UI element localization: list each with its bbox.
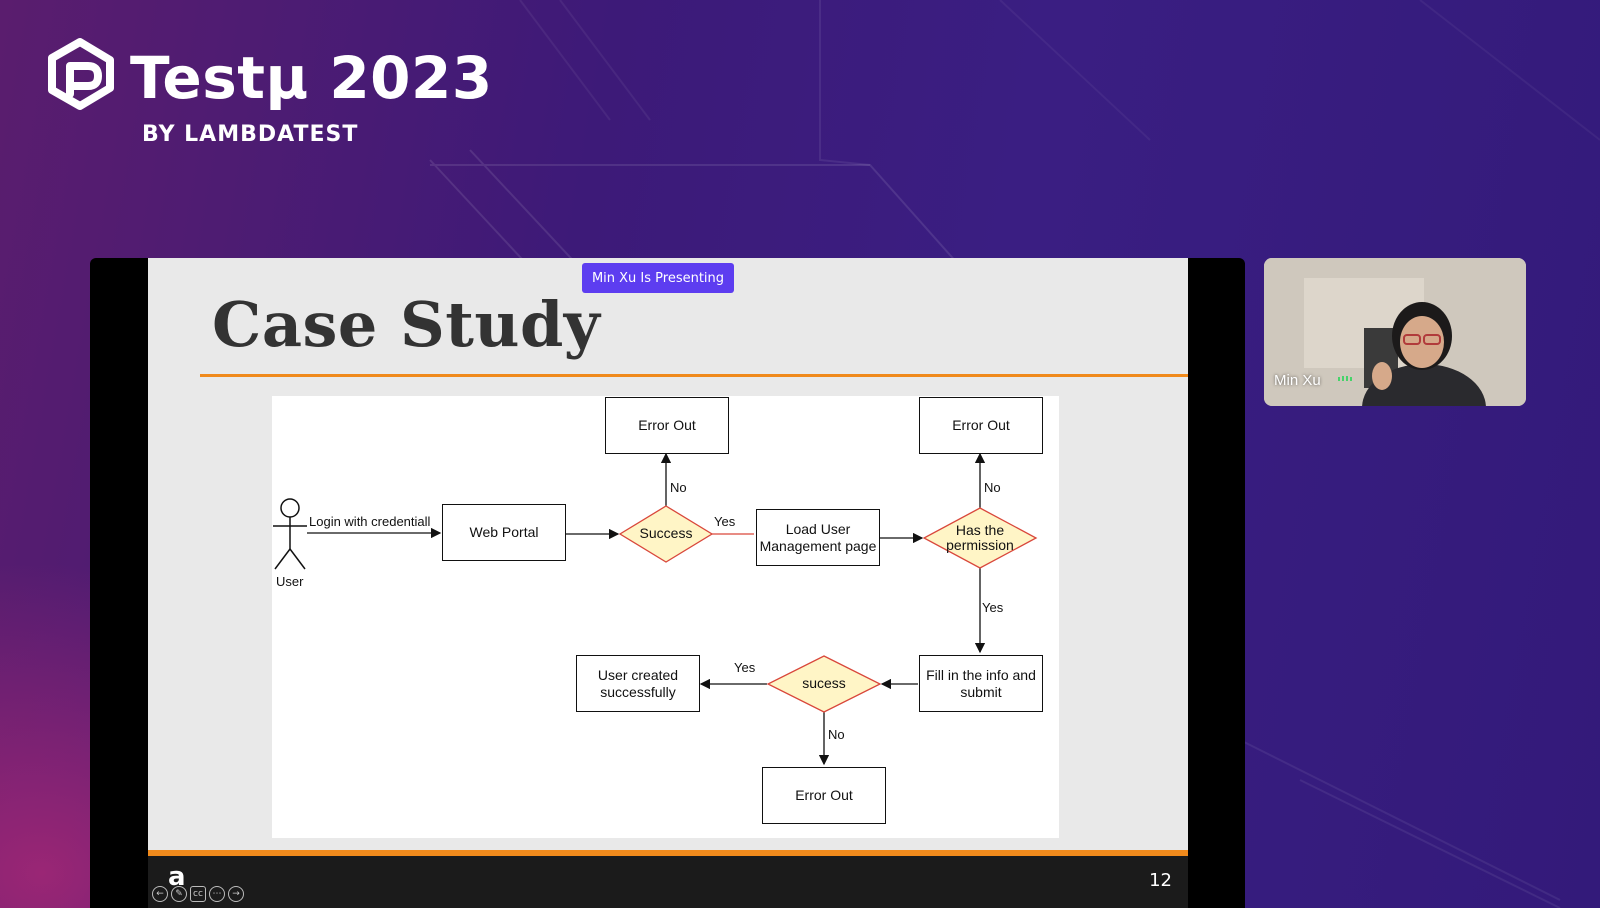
captions-icon[interactable]: cc (190, 886, 206, 902)
title-divider (200, 374, 1188, 377)
screen-share-view[interactable]: Min Xu Is Presenting Case Study (90, 258, 1245, 908)
event-title: Testμ 2023 (130, 44, 493, 112)
next-slide-icon[interactable]: → (228, 886, 244, 902)
slide-footer: a ← ✎ cc ⋯ → 12 (148, 856, 1188, 908)
success-decision-shape (618, 505, 714, 563)
user-actor-label: User (276, 574, 304, 589)
presenting-badge[interactable]: Min Xu Is Presenting (582, 263, 734, 293)
node-error-out-3: Error Out (762, 767, 886, 824)
slide-title: Case Study (212, 288, 601, 361)
event-brand: Testμ 2023 BY LAMBDATEST (44, 36, 492, 156)
event-subtitle: BY LAMBDATEST (142, 122, 359, 147)
participant-video-tile[interactable]: Min Xu (1264, 258, 1526, 406)
pen-icon[interactable]: ✎ (171, 886, 187, 902)
node-success: Success (639, 525, 693, 542)
flowchart-diagram: User Login with credentiall Web Portal E… (272, 396, 1059, 838)
node-error-out-1: Error Out (605, 397, 729, 454)
mic-level-icon (1338, 376, 1352, 381)
participant-video-feed (1264, 258, 1526, 406)
testmu-logo-icon (48, 38, 114, 110)
node-fill-info-submit: Fill in the info and submit (919, 655, 1043, 712)
slide-bottom-accent (148, 850, 1188, 856)
node-web-portal: Web Portal (442, 504, 566, 561)
presentation-slide: Min Xu Is Presenting Case Study (148, 258, 1188, 908)
node-sucess: sucess (802, 675, 846, 692)
slide-page-number: 12 (1149, 870, 1172, 891)
node-load-user-management: Load User Management page (756, 509, 880, 566)
edge-label-permission-yes: Yes (982, 600, 1004, 615)
edge-label-login: Login with credentiall (309, 514, 431, 529)
edge-label-permission-no: No (984, 480, 1001, 495)
node-error-out-2: Error Out (919, 397, 1043, 454)
participant-name: Min Xu (1274, 372, 1321, 389)
previous-slide-icon[interactable]: ← (152, 886, 168, 902)
permission-decision-shape (922, 507, 1038, 569)
edge-label-sucess-yes: Yes (734, 660, 756, 675)
node-user-created: User created successfully (576, 655, 700, 712)
edge-label-success-no: No (670, 480, 687, 495)
user-actor-icon (273, 498, 307, 570)
more-options-icon[interactable]: ⋯ (209, 886, 225, 902)
edge-label-sucess-no: No (828, 727, 845, 742)
sucess-decision-shape (766, 655, 882, 713)
node-has-permission: Has the permission (946, 521, 1014, 553)
edge-label-success-yes: Yes (714, 514, 736, 529)
slideshow-controls: ← ✎ cc ⋯ → (152, 886, 244, 902)
company-logo-icon: a (168, 862, 186, 892)
flowchart-connectors (273, 452, 1038, 766)
